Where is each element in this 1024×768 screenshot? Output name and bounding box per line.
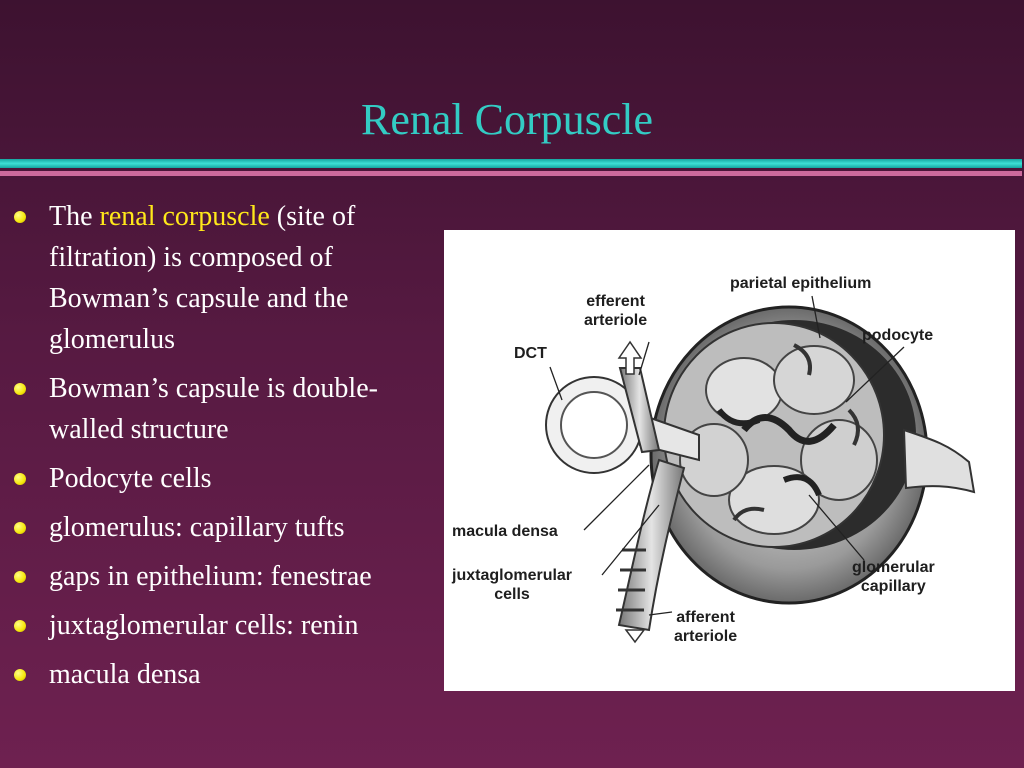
bullet-item-bowmans-capsule: Bowman’s capsule is double-walled struct… xyxy=(14,368,446,450)
slide-title: Renal Corpuscle xyxy=(360,95,654,144)
label-glomerular-capillary: glomerular capillary xyxy=(852,559,935,595)
label-macula-densa: macula densa xyxy=(452,523,558,540)
bullet-item-renal-corpuscle: The renal corpuscle (site of filtration)… xyxy=(14,196,446,360)
bullet-text-after: (site of filtration) is composed of Bowm… xyxy=(49,201,356,355)
efferent-flow-arrow-icon xyxy=(617,340,643,375)
proximal-tubule xyxy=(902,428,976,494)
title-rule-teal xyxy=(0,159,1022,168)
bullet-dot-icon xyxy=(14,669,26,681)
bullet-dot-icon xyxy=(14,211,26,223)
label-juxtaglomerular-cells: juxtaglomerular cells xyxy=(452,567,573,603)
renal-corpuscle-figure: parietal epithelium efferent arteriole p… xyxy=(444,230,1015,691)
bullet-text: juxtaglomerular cells: renin xyxy=(49,610,359,641)
renal-corpuscle-illustration xyxy=(545,295,976,644)
bullet-dot-icon xyxy=(14,571,26,583)
bullet-item-fenestrae: gaps in epithelium: fenestrae xyxy=(14,556,446,597)
distal-convoluted-tubule xyxy=(545,376,700,474)
label-podocyte: podocyte xyxy=(862,327,934,344)
bullet-text: Podocyte cells xyxy=(49,463,212,494)
bullet-highlight: renal corpuscle xyxy=(99,201,270,232)
leader-lines xyxy=(549,295,905,616)
bullet-dot-icon xyxy=(14,473,26,485)
label-afferent-arteriole: afferent arteriole xyxy=(674,609,738,645)
label-parietal-epithelium: parietal epithelium xyxy=(730,275,872,292)
bullet-dot-icon xyxy=(14,620,26,632)
bullet-dot-icon xyxy=(14,522,26,534)
bullet-text: Bowman’s capsule is double-walled struct… xyxy=(49,373,378,445)
bullet-list: The renal corpuscle (site of filtration)… xyxy=(14,196,446,703)
bullet-text: macula densa xyxy=(49,659,201,690)
bullet-text: gaps in epithelium: fenestrae xyxy=(49,561,372,592)
bullet-item-glomerulus: glomerulus: capillary tufts xyxy=(14,507,446,548)
label-efferent-arteriole: efferent arteriole xyxy=(584,293,648,329)
bullet-text: The xyxy=(49,201,100,232)
bullet-item-podocyte: Podocyte cells xyxy=(14,458,446,499)
bullet-item-macula-densa: macula densa xyxy=(14,654,446,695)
label-dct: DCT xyxy=(514,345,547,362)
glomerulus-tuft xyxy=(663,322,885,548)
bullet-dot-icon xyxy=(14,383,26,395)
bullet-text: glomerulus: capillary tufts xyxy=(49,512,345,543)
bullet-item-juxtaglomerular: juxtaglomerular cells: renin xyxy=(14,605,446,646)
title-rule-pink xyxy=(0,171,1022,176)
afferent-arteriole-vessel xyxy=(617,458,686,632)
afferent-flow-arrow-icon xyxy=(624,629,646,644)
